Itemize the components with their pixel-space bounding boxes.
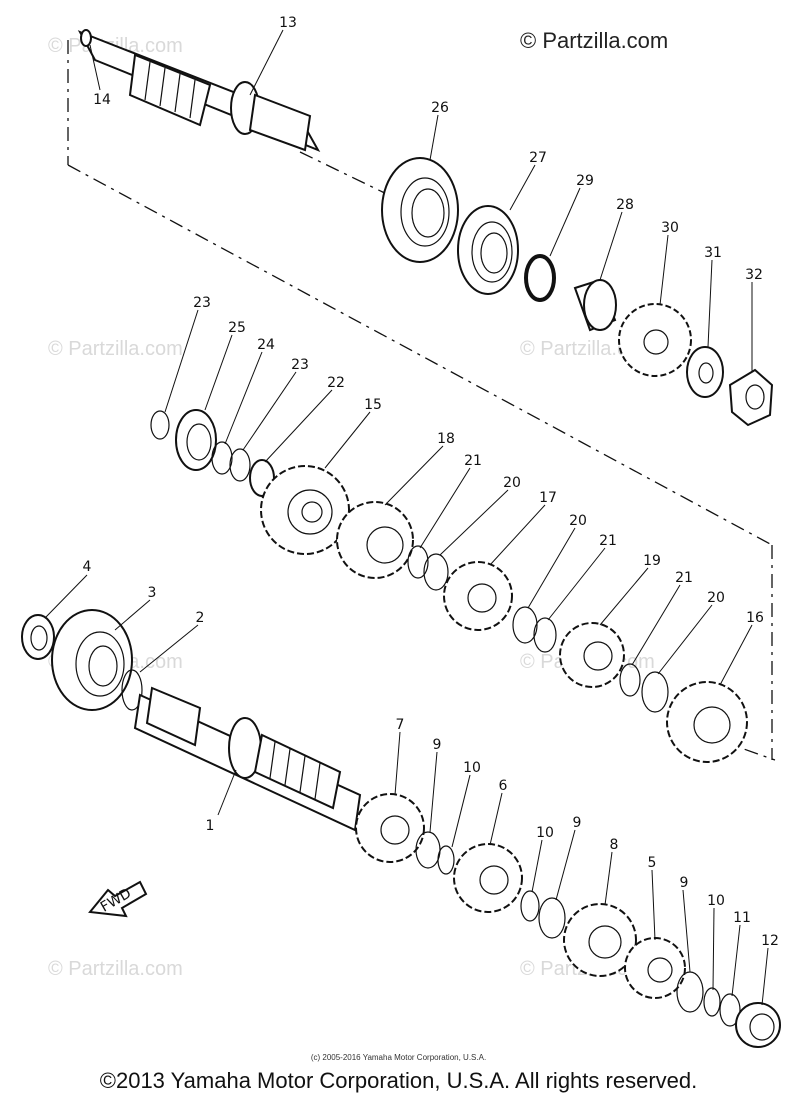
callout-23: 23: [291, 357, 309, 373]
washer-part-31: [686, 346, 724, 398]
callout-12: 12: [761, 933, 779, 949]
callout-3: 3: [148, 585, 157, 601]
fwd-arrow: FWD: [88, 880, 148, 918]
watermark-text: © Partzilla.com: [48, 338, 183, 360]
callout-9: 9: [433, 737, 442, 753]
callout-19: 19: [643, 553, 661, 569]
drive-shaft: [133, 686, 362, 832]
sprocket-part-30: [618, 303, 692, 377]
callout-22: 22: [327, 375, 345, 391]
callout-10: 10: [463, 760, 481, 776]
callout-18: 18: [437, 431, 455, 447]
callout-15: 15: [364, 397, 382, 413]
watermark-layer: © Partzilla.com © Partzilla.com © Partzi…: [48, 35, 655, 980]
callout-27: 27: [529, 150, 547, 166]
small-copyright-note: (c) 2005-2016 Yamaha Motor Corporation, …: [310, 1053, 487, 1062]
callout-20: 20: [707, 590, 725, 606]
callout-5: 5: [648, 855, 657, 871]
callout-6: 6: [499, 778, 508, 794]
bearing-part-26: [381, 157, 459, 263]
bearing-part-27: [457, 205, 519, 295]
callout-21: 21: [464, 453, 482, 469]
callout-29: 29: [576, 173, 594, 189]
callout-24: 24: [257, 337, 275, 353]
callout-11: 11: [733, 910, 751, 926]
callout-20: 20: [569, 513, 587, 529]
lower-left-parts: [21, 609, 143, 711]
callout-10: 10: [707, 893, 725, 909]
collar-part-28: [573, 278, 617, 332]
partzilla-brand: © Partzilla.com: [520, 28, 669, 53]
callout-32: 32: [745, 267, 763, 283]
nut-part-32: [728, 368, 774, 427]
callout-31: 31: [704, 245, 722, 261]
footer-copyright: ©2013 Yamaha Motor Corporation, U.S.A. A…: [99, 1068, 698, 1093]
main-shaft: [77, 29, 321, 152]
callout-28: 28: [616, 197, 634, 213]
callout-16: 16: [746, 610, 764, 626]
reference-lines: [67, 40, 776, 761]
callout-8: 8: [610, 837, 619, 853]
middle-row-parts: [150, 409, 748, 763]
callout-13: 13: [279, 15, 297, 31]
callout-17: 17: [539, 490, 557, 506]
callout-4: 4: [83, 559, 92, 575]
callout-9: 9: [680, 875, 689, 891]
callout-labels: 13 14 26 27 29 28 30 31 32 23 25 24 23 2…: [83, 15, 779, 949]
lower-row-parts: [355, 793, 781, 1048]
callout-9: 9: [573, 815, 582, 831]
o-ring-part-29: [524, 254, 556, 302]
leader-lines: [44, 29, 769, 1006]
callout-25: 25: [228, 320, 246, 336]
callout-26: 26: [431, 100, 449, 116]
callout-21: 21: [599, 533, 617, 549]
callout-2: 2: [196, 610, 205, 626]
callout-10: 10: [536, 825, 554, 841]
watermark-text: © Partzilla.com: [48, 958, 183, 980]
callout-14: 14: [93, 92, 111, 108]
callout-20: 20: [503, 475, 521, 491]
callout-23: 23: [193, 295, 211, 311]
callout-21: 21: [675, 570, 693, 586]
callout-30: 30: [661, 220, 679, 236]
callout-1: 1: [206, 818, 215, 834]
callout-7: 7: [396, 717, 405, 733]
